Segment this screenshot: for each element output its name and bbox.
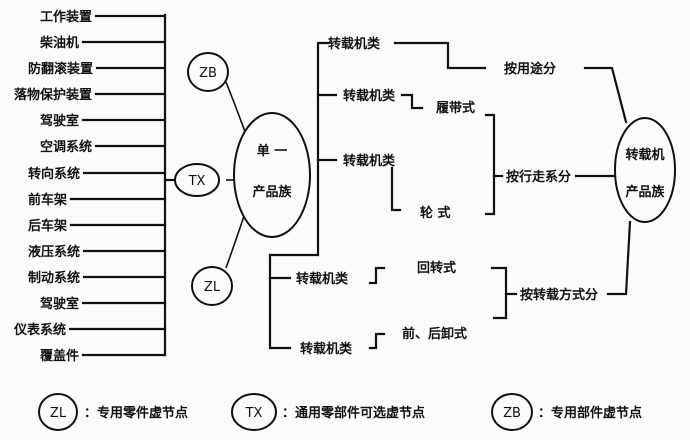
rotary-connector <box>368 266 386 285</box>
component-label: 空调系统 <box>40 139 92 155</box>
rotary-type-label: 回转式 <box>417 260 456 276</box>
lower-class-bracket <box>268 253 320 350</box>
component-label: 柴油机 <box>39 35 79 51</box>
zl-node: ZL <box>191 266 233 306</box>
single-family-label-2: 产品族 <box>252 184 292 200</box>
component-label: 覆盖件 <box>40 348 79 364</box>
zb-node-label: ZB <box>199 66 217 81</box>
crawler-connector <box>400 93 424 110</box>
by-loading-to-family <box>606 220 632 296</box>
front-rear-connector <box>368 332 386 350</box>
legend-zl-text: ：专用零件虚节点 <box>84 405 188 421</box>
loader-family-label-2: 产品族 <box>625 184 665 200</box>
tx-node: TX <box>174 163 220 197</box>
crawler-type-label: 履带式 <box>436 100 475 116</box>
component-label: 制动系统 <box>28 270 80 286</box>
by-use-label: 按用途分 <box>504 61 556 77</box>
component-label: 转向系统 <box>28 166 80 182</box>
zl-node-label: ZL <box>204 280 221 295</box>
legend-tx-code: TX <box>245 406 263 421</box>
single-product-family-node: 单 一 产品族 <box>233 112 311 238</box>
wheel-type-label: 轮 式 <box>420 205 451 221</box>
loading-bracket <box>490 266 508 320</box>
component-label: 驾驶室 <box>40 113 79 129</box>
component-label: 后车架 <box>28 218 67 234</box>
tx-node-label: TX <box>188 174 206 189</box>
front-rear-type-label: 前、后卸式 <box>402 326 467 342</box>
by-travel-label: 按行走系分 <box>506 169 571 185</box>
component-label: 驾驶室 <box>40 296 79 312</box>
component-label: 仪表系统 <box>13 322 66 338</box>
loader-class-label: 转载机类 <box>343 153 396 169</box>
loader-class-label: 转载机类 <box>328 36 381 52</box>
legend-item-zb: ZB ：专用部件虚节点 <box>491 393 642 431</box>
component-label: 前车架 <box>28 192 67 208</box>
legend-item-zl: ZL ：专用零件虚节点 <box>38 393 188 431</box>
by-loading-label: 按转载方式分 <box>520 287 598 303</box>
legend: ZL ：专用零件虚节点 TX ：通用零部件可选虚节点 ZB ：专用部件虚节点 <box>38 393 642 431</box>
upper-class-bracket <box>316 41 330 257</box>
component-label: 落物保护装置 <box>14 87 92 103</box>
legend-zb-text: ：专用部件虚节点 <box>538 405 642 421</box>
component-label: 防翻滚装置 <box>28 61 93 77</box>
loader-family-label-1: 转载机 <box>625 147 664 163</box>
legend-tx-text: ：通用零部件可选虚节点 <box>282 405 425 421</box>
wheel-connector <box>390 166 402 212</box>
loader-product-family-node: 转载机 产品族 <box>614 117 676 223</box>
loader-class-label: 转载机类 <box>300 341 353 357</box>
zb-node: ZB <box>187 52 229 92</box>
component-label: 液压系统 <box>28 244 80 260</box>
by-use-connector <box>393 41 487 70</box>
travel-bracket <box>484 113 496 216</box>
by-use-to-family <box>583 66 628 124</box>
single-family-label-1: 单 一 <box>257 143 288 159</box>
loader-class-label: 转载机类 <box>343 88 396 104</box>
legend-item-tx: TX ：通用零部件可选虚节点 <box>231 393 425 431</box>
legend-zl-code: ZL <box>50 406 67 421</box>
component-label: 工作装置 <box>40 9 92 25</box>
zl-connector <box>225 215 245 269</box>
legend-zb-code: ZB <box>503 406 521 421</box>
loader-class-label: 转载机类 <box>296 271 349 287</box>
